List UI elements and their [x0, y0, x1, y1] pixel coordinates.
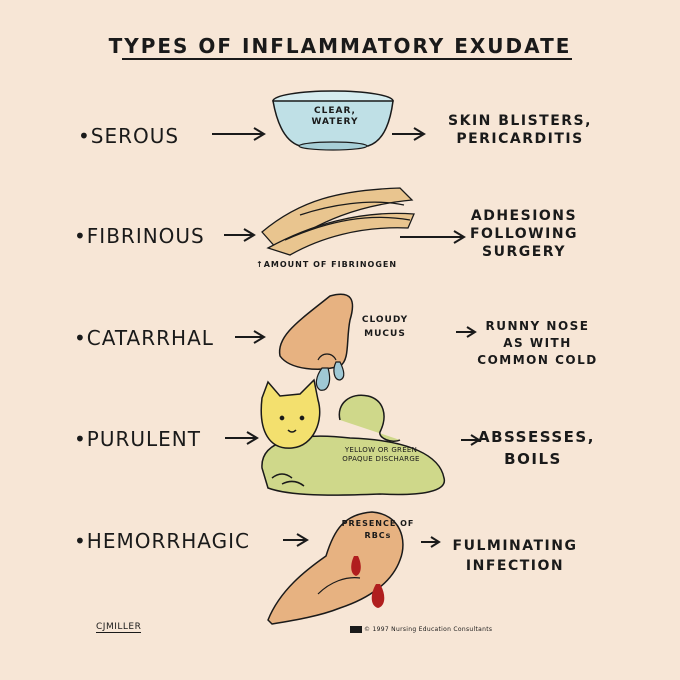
copyright: © 1997 Nursing Education Consultants [364, 626, 493, 633]
result-purulent: ABSSESSES, BOILS [478, 428, 595, 468]
mucus-drop-icon [315, 361, 345, 391]
label-serous: •SEROUS [78, 124, 180, 148]
arrow-icon [225, 431, 481, 446]
label-purulent: •PURULENT [74, 427, 201, 451]
cat-icon [260, 378, 446, 496]
label-catarrhal: •CATARRHAL [74, 326, 214, 350]
arrow-icon [212, 127, 426, 141]
fibers-icon [261, 187, 415, 256]
mucus-text: CLOUDY MUCUS [361, 315, 409, 339]
bowl-text: CLEAR, WATERY [311, 106, 359, 127]
nec-logo-icon [350, 626, 362, 633]
rbc-text: PRESENCE OF RBCs [341, 519, 415, 540]
label-hemorrhagic: •HEMORRHAGIC [74, 529, 250, 553]
blood-drop-icon [351, 556, 385, 608]
result-serous: SKIN BLISTERS, PERICARDITIS [448, 113, 592, 147]
result-fibrinous: ADHESIONS FOLLOWING SURGERY [469, 208, 579, 260]
bowl-icon [272, 90, 394, 151]
fibrinogen-text: ↑AMOUNT OF FIBRINOGEN [256, 260, 398, 269]
page-title: TYPES OF INFLAMMATORY EXUDATE [108, 34, 572, 58]
label-fibrinous: •FIBRINOUS [74, 224, 205, 248]
arrow-icon [283, 533, 441, 548]
title-underline [122, 58, 572, 60]
nose-icon [278, 293, 354, 370]
discharge-text: YELLOW OR GREEN OPAQUE DISCHARGE [342, 446, 420, 463]
arrow-icon [224, 228, 466, 244]
arrow-icon [235, 326, 477, 344]
result-catarrhal: RUNNY NOSE AS WITH COMMON COLD [477, 319, 598, 367]
signature: CJMILLER [96, 622, 142, 633]
arm-icon [267, 511, 404, 625]
result-hemorrhagic: FULMINATING INFECTION [452, 538, 578, 574]
